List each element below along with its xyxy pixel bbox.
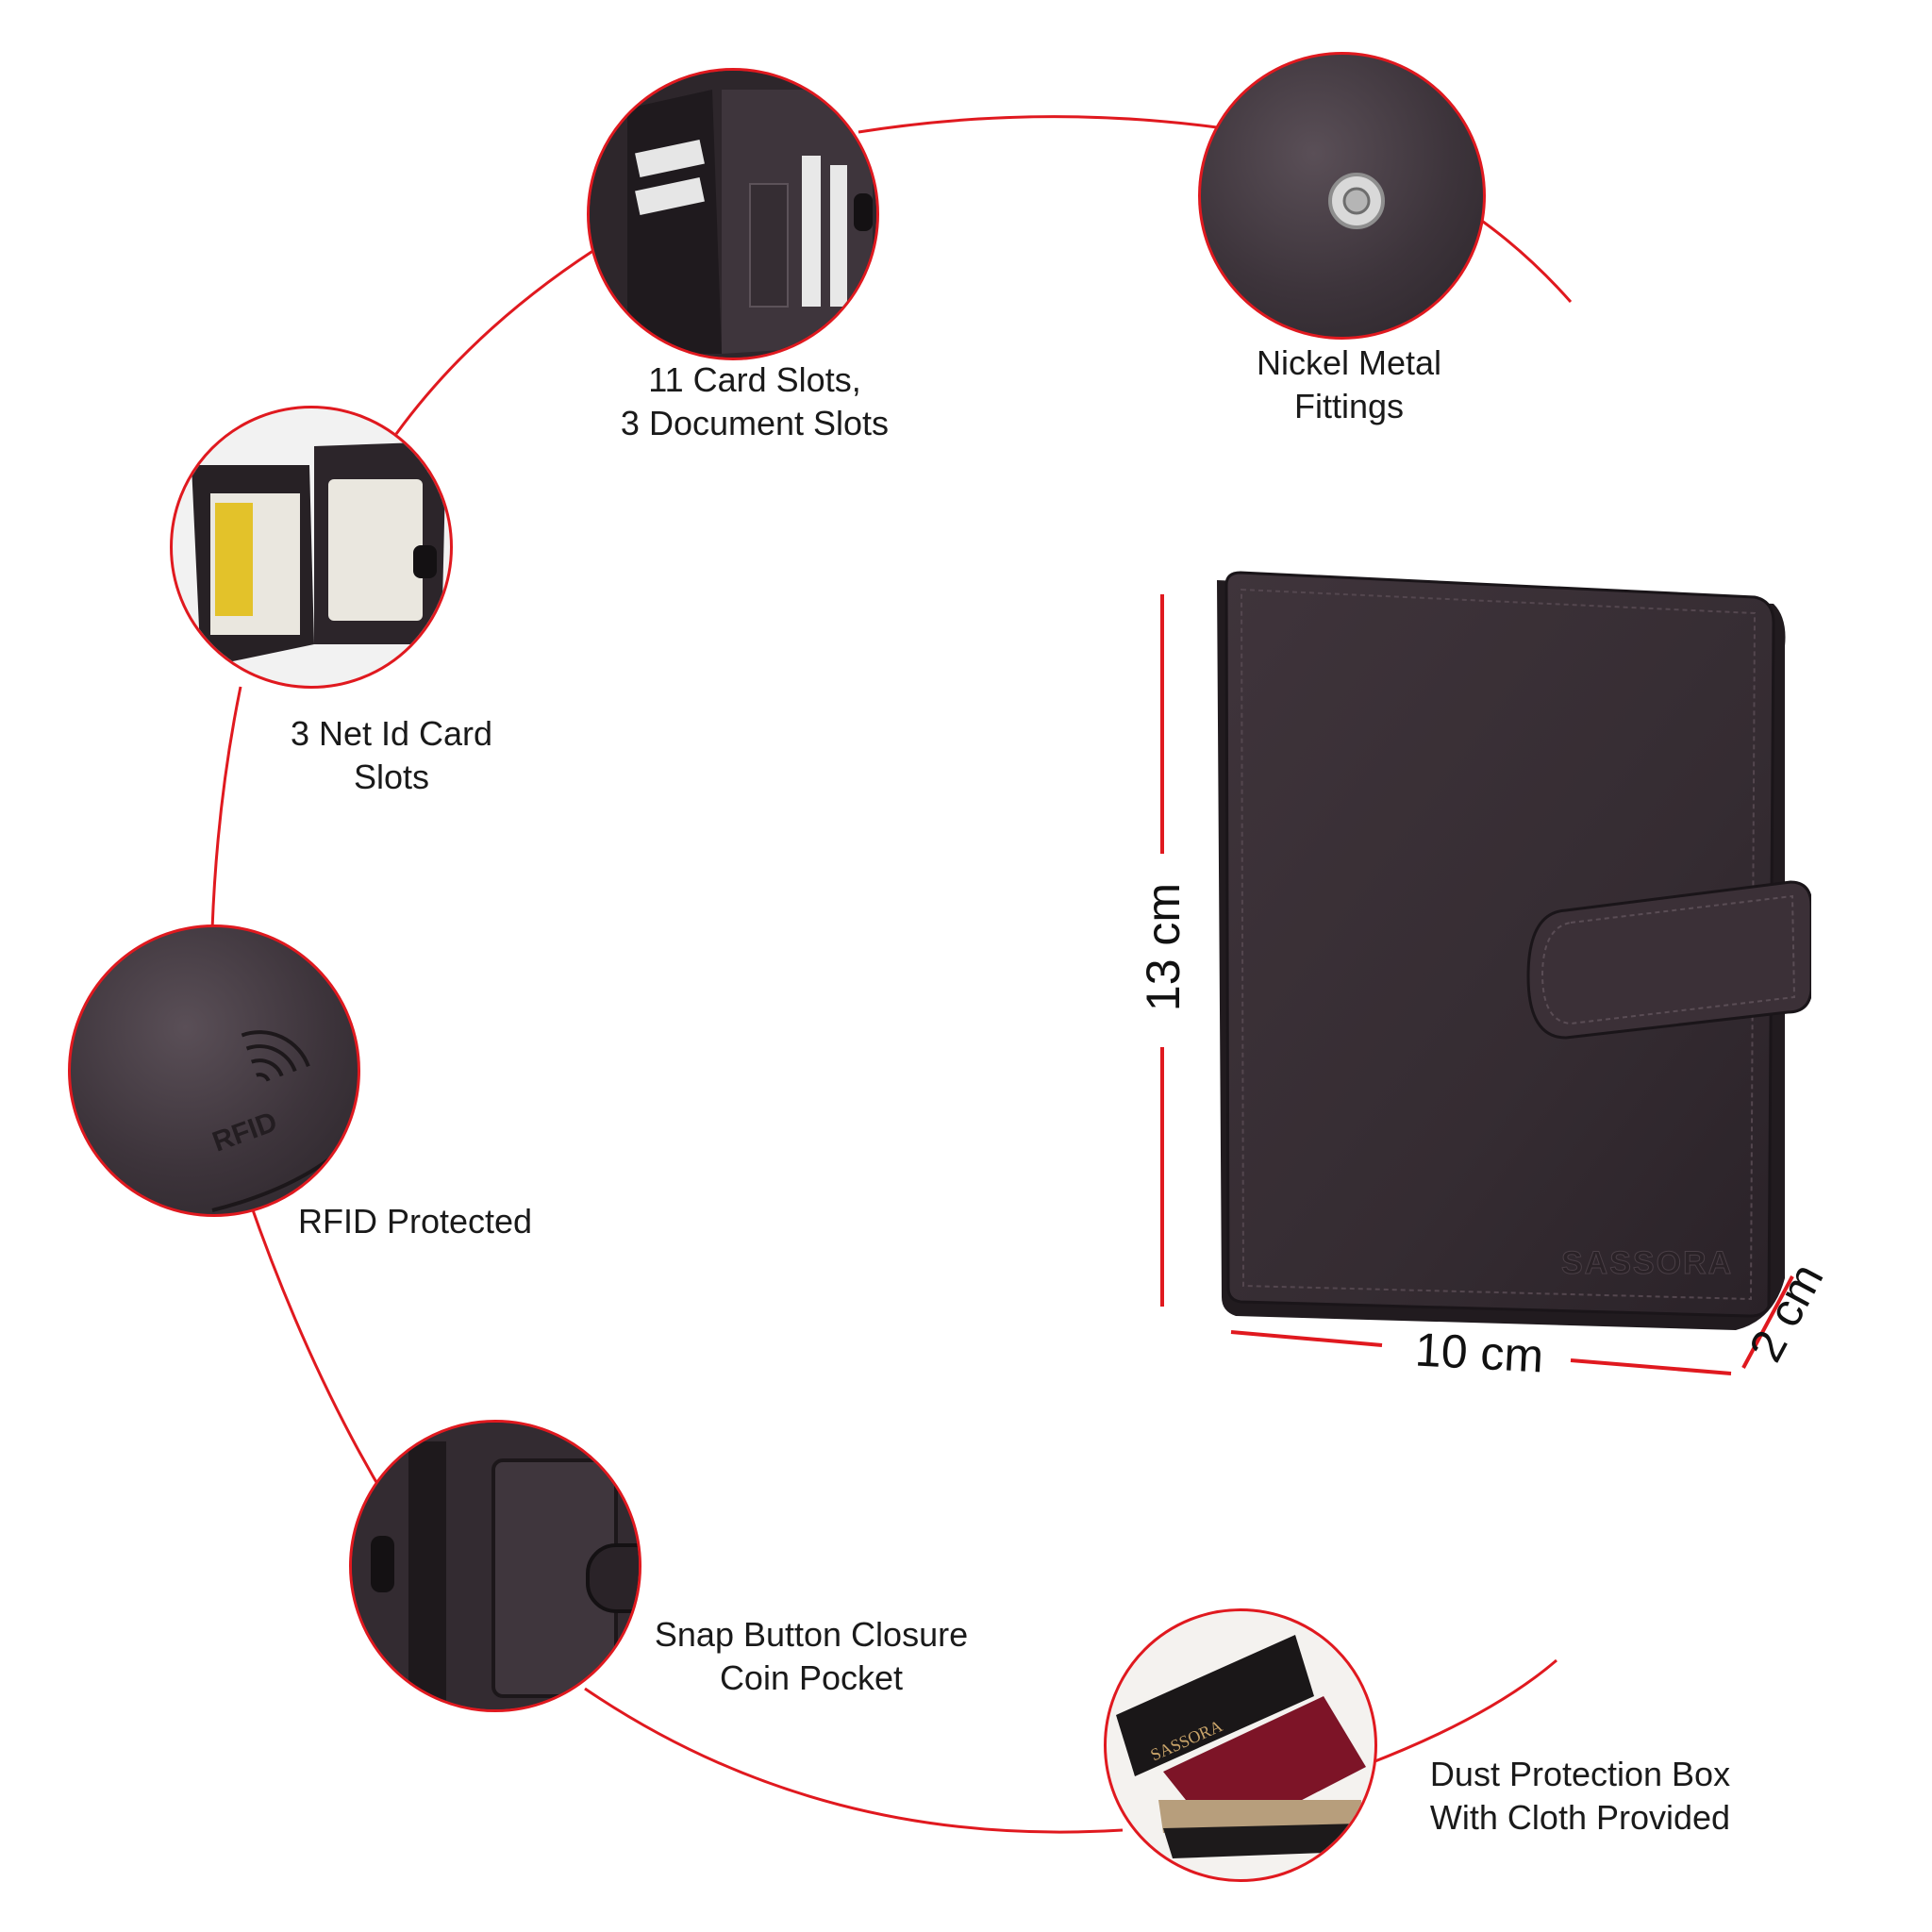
caption-line: With Cloth Provided (1429, 1798, 1731, 1837)
caption-line: Coin Pocket (719, 1658, 904, 1697)
depth-line (1741, 1275, 1794, 1369)
caption-line: Fittings (1293, 387, 1405, 425)
open-wallet-cards-image (590, 71, 876, 358)
net-id-caption: 3 Net Id Card Slots (222, 712, 561, 799)
dust-box-photo: SASSORA (1104, 1608, 1377, 1882)
net-id-photo (170, 406, 453, 689)
rfid-caption: RFID Protected (264, 1200, 566, 1243)
caption-line: Dust Protection Box (1429, 1755, 1731, 1793)
width-line-right (1570, 1358, 1732, 1375)
dust-box-caption: Dust Protection Box With Cloth Provided (1401, 1753, 1759, 1840)
nickel-metal-photo (1198, 52, 1486, 340)
caption-line: Snap Button Closure (654, 1615, 969, 1654)
rfid-photo: RFID (68, 924, 360, 1217)
id-window-wallet-image (192, 441, 446, 668)
nickel-metal-caption: Nickel Metal Fittings (1179, 341, 1519, 428)
gift-box-image: SASSORA (1116, 1635, 1366, 1858)
caption-line: 3 Net Id Card (290, 714, 493, 753)
coin-pocket-image (352, 1423, 639, 1709)
caption-line: Nickel Metal (1256, 343, 1442, 382)
card-slots-photo (587, 68, 879, 360)
wallet-logo-text: SASSORA (1561, 1245, 1733, 1281)
caption-line: 11 Card Slots, (648, 360, 861, 399)
rfid-emboss-image: RFID (208, 1030, 358, 1212)
caption-line: RFID Protected (297, 1202, 533, 1241)
caption-line: Slots (353, 758, 430, 796)
card-slots-caption: 11 Card Slots, 3 Document Slots (585, 358, 924, 445)
width-line-left (1230, 1330, 1383, 1347)
snap-button-photo (349, 1420, 641, 1712)
caption-line: 3 Document Slots (620, 404, 890, 442)
width-dimension-label: 10 cm (1413, 1323, 1545, 1383)
snap-stud-image (1328, 173, 1385, 229)
wallet-product-image: SASSORA (1217, 571, 1811, 1330)
snap-button-caption: Snap Button Closure Coin Pocket (632, 1613, 991, 1700)
height-dimension-label: 13 cm (1137, 882, 1191, 1012)
